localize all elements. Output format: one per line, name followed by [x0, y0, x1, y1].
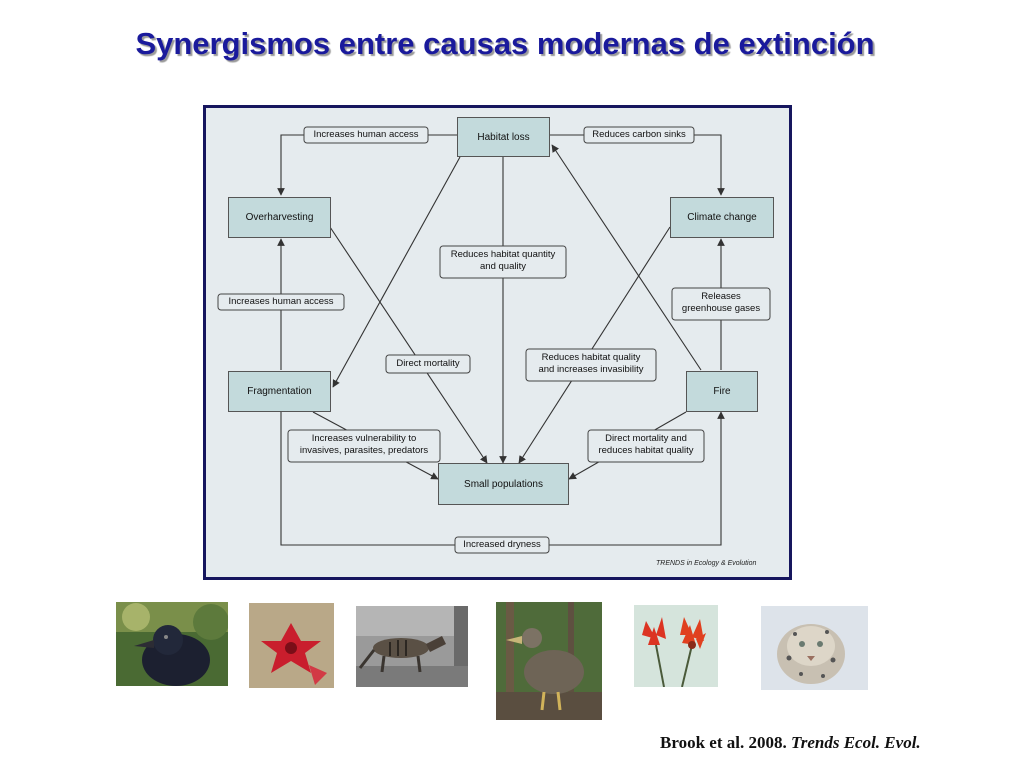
citation-authors: Brook et al. 2008. — [660, 733, 787, 752]
photo-red-flowers — [634, 605, 718, 687]
label-line: and quality — [480, 261, 526, 272]
label-increases-human-access-left: Increases human access — [228, 296, 334, 307]
arrow-habitat-to-climate — [550, 134, 725, 196]
node-fire: Fire — [686, 371, 758, 412]
label-line: Increases vulnerability to — [311, 433, 417, 444]
label-reduces-carbon-sinks: Reduces carbon sinks — [592, 129, 686, 140]
label-increases-vulnerability: Increases vulnerability to invasives, pa… — [288, 433, 440, 457]
arrow-fire-to-habitat — [551, 144, 702, 371]
label-direct-mortality: Direct mortality — [396, 358, 460, 369]
node-fragmentation: Fragmentation — [228, 371, 331, 412]
arrow-habitat-to-overharvesting — [277, 134, 457, 196]
citation-journal: Trends Ecol. Evol. — [790, 733, 921, 752]
slide-title: Synergismos entre causas modernas de ext… — [135, 26, 875, 61]
photo-crow — [116, 602, 228, 686]
label-reduces-habitat-quantity: Reduces habitat quantity and quality — [440, 249, 566, 273]
label-releases-greenhouse-gases: Releases greenhouse gases — [672, 291, 770, 315]
node-overharvesting: Overharvesting — [228, 197, 331, 238]
photo-snow-leopard — [761, 606, 868, 690]
diagram-credit: TRENDS in Ecology & Evolution — [656, 560, 757, 567]
label-direct-mortality-reduces-quality: Direct mortality and reduces habitat qua… — [588, 433, 704, 457]
label-line: Reduces habitat quality — [541, 352, 641, 363]
label-line: and increases invasibility — [538, 364, 644, 375]
arrow-habitat-to-fragmentation — [332, 156, 461, 388]
node-small-populations: Small populations — [438, 463, 569, 505]
label-line: Releases — [701, 291, 741, 302]
photo-flower-cactus — [249, 603, 334, 688]
arrow-overharvesting-to-smallpop — [329, 226, 488, 464]
label-line: Reduces habitat quantity — [450, 249, 556, 260]
label-increases-human-access-top: Increases human access — [313, 129, 419, 140]
label-line: Direct mortality and — [605, 433, 687, 444]
photo-thylacine — [356, 606, 468, 687]
photo-dodo — [496, 602, 602, 720]
label-line: invasives, parasites, predators — [299, 445, 429, 456]
label-reduces-habitat-quality: Reduces habitat quality and increases in… — [526, 352, 656, 376]
citation: Brook et al. 2008. Trends Ecol. Evol. — [660, 733, 921, 753]
node-habitat-loss: Habitat loss — [457, 117, 550, 157]
label-line: greenhouse gases — [681, 303, 761, 314]
label-line: reduces habitat quality — [598, 445, 694, 456]
diagram-connectors — [217, 126, 771, 554]
label-increased-dryness: Increased dryness — [463, 539, 541, 550]
extinction-synergy-diagram: Habitat loss Overharvesting Climate chan… — [203, 105, 792, 580]
node-climate-change: Climate change — [670, 197, 774, 238]
arrow-climate-to-smallpop — [518, 226, 671, 464]
